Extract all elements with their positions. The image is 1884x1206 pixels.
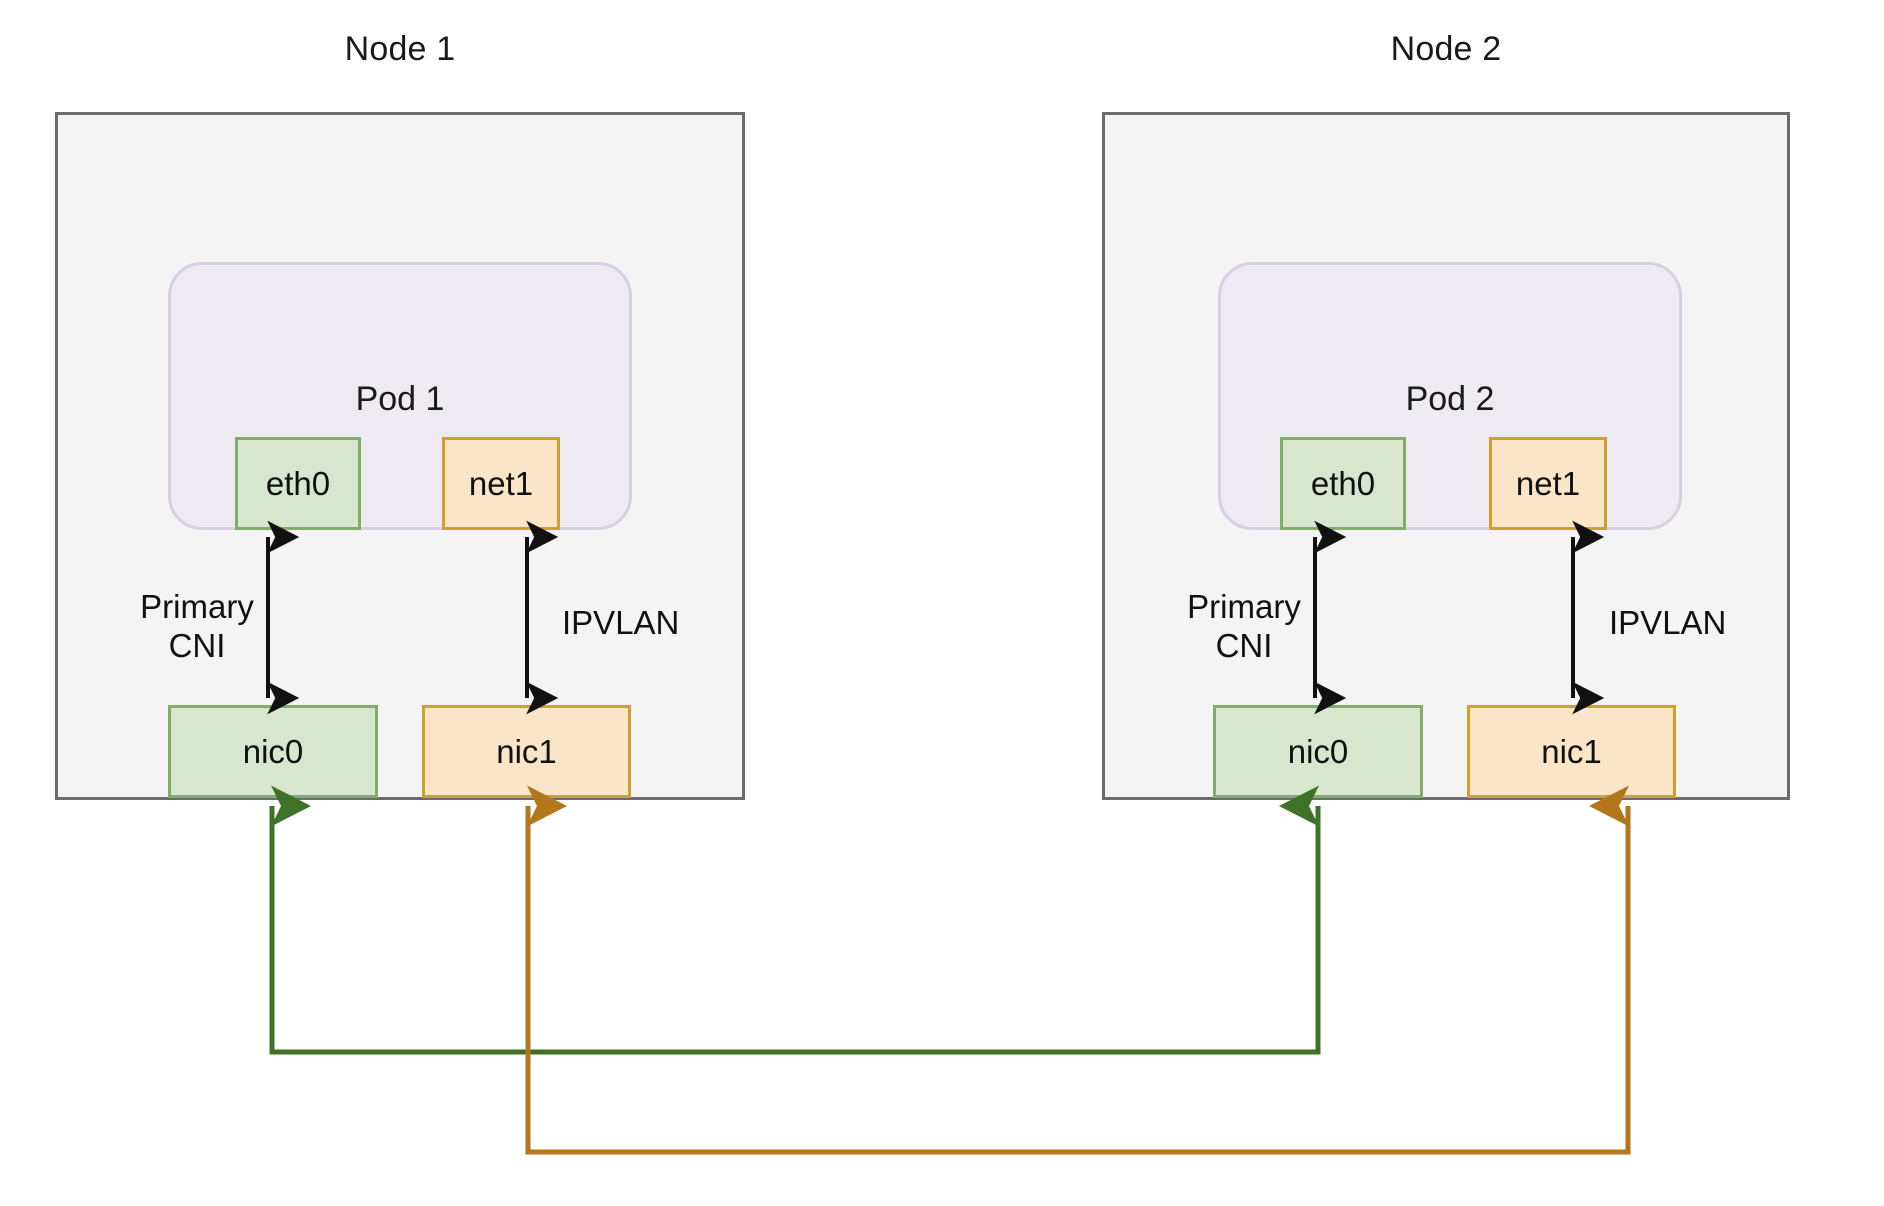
- node-2-title: Node 2: [1390, 30, 1502, 68]
- pod-2-interface-eth0[interactable]: eth0: [1280, 437, 1406, 530]
- link-nic0-to-nic0: [269, 785, 1321, 1055]
- node-2-edge-label-ipvlan: IPVLAN: [1609, 604, 1727, 641]
- node-1-edge-label-ipvlan: IPVLAN: [562, 604, 680, 641]
- node-2-nic1[interactable]: nic1: [1467, 705, 1676, 798]
- pod-2-title: Pod 2: [1405, 380, 1495, 418]
- pod-1-title: Pod 1: [355, 380, 445, 418]
- node-1-title: Node 1: [344, 30, 456, 68]
- pod-2-interface-net1[interactable]: net1: [1489, 437, 1607, 530]
- node-1-edge-label-primary-cni: Primary CNI: [140, 588, 254, 664]
- pod-1-interface-net1[interactable]: net1: [442, 437, 560, 530]
- pod-1-interface-eth0[interactable]: eth0: [235, 437, 361, 530]
- node-2-nic0[interactable]: nic0: [1213, 705, 1423, 798]
- node-2-edge-label-primary-cni: Primary CNI: [1187, 588, 1301, 664]
- link-nic1-to-nic1: [525, 785, 1631, 1155]
- node-1-nic0[interactable]: nic0: [168, 705, 378, 798]
